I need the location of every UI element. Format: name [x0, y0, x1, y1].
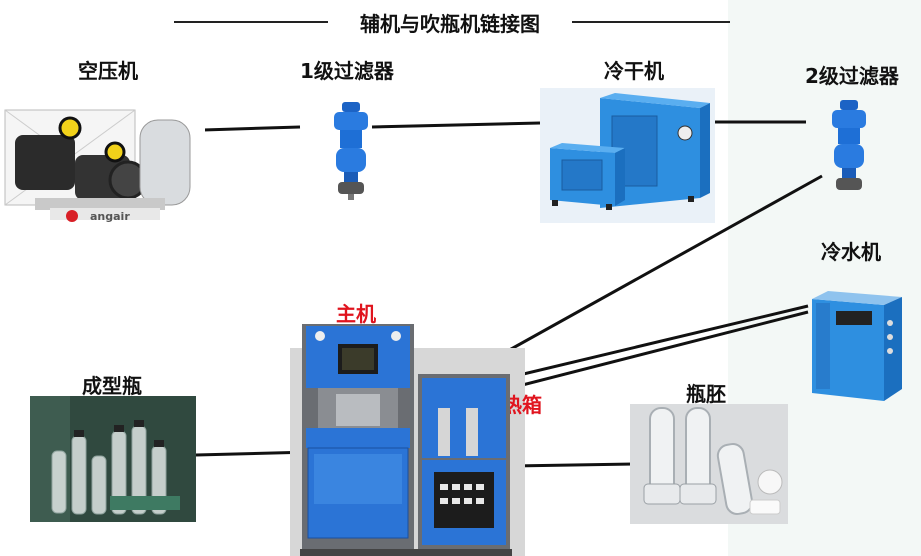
title-line-left: [174, 21, 328, 23]
filter2-image: [828, 98, 870, 194]
main-machine-label: 主机: [336, 302, 376, 326]
diagram-title: 辅机与吹瓶机链接图: [360, 12, 540, 36]
link-filter1-dryer: [371, 121, 541, 129]
compressor-label: 空压机: [78, 59, 138, 83]
dryer-image: [540, 88, 715, 223]
link-compressor-filter1: [202, 125, 301, 132]
preform-image: [630, 404, 788, 524]
main-machine-image: [300, 322, 515, 556]
compressor-image: angair: [0, 80, 205, 260]
filter2-label: 2级过滤器: [805, 64, 899, 88]
title-line-right: [572, 21, 730, 23]
compressor-brand-text: angair: [90, 210, 130, 223]
filter1-label: 1级过滤器: [300, 59, 394, 83]
link-chiller-heater: [489, 304, 809, 384]
filter1-image: [330, 100, 372, 200]
dryer-label: 冷干机: [604, 59, 664, 83]
bottle-image: [30, 396, 196, 522]
chiller-image: [806, 285, 906, 403]
bottle-label: 成型瓶: [82, 374, 142, 398]
chiller-label: 冷水机: [821, 240, 881, 264]
link-chiller-heater-2: [494, 310, 809, 394]
preform-label: 瓶胚: [686, 382, 726, 406]
link-main-preform: [511, 462, 635, 468]
